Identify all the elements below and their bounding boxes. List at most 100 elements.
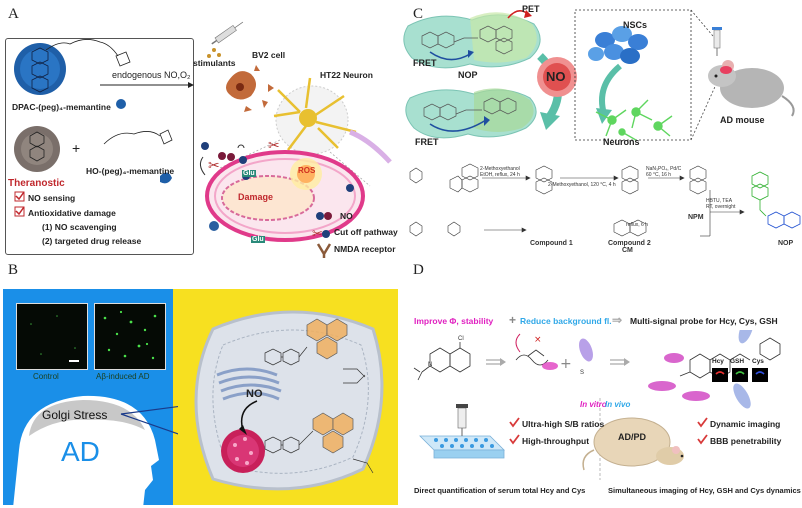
thiol-purple-blob <box>579 338 593 362</box>
panel-label-b: B <box>8 262 19 278</box>
feature-antioxidative: Antioxidative damage <box>28 208 116 218</box>
damage-label: Damage <box>238 192 274 202</box>
no-label-b: NO <box>246 388 263 400</box>
cys-label: Cys <box>752 358 764 365</box>
ad-label-b: AD <box>61 436 100 467</box>
double-arrow-icon: ⇒ <box>612 313 623 327</box>
npm-name: NPM <box>688 214 704 221</box>
legend-cut-label: Cut off pathway <box>334 227 398 237</box>
plus-d: + <box>509 313 517 327</box>
ros-label: ROS <box>298 166 316 175</box>
nsc-dashed-box <box>574 9 692 141</box>
cell-membrane-diagram <box>199 144 365 242</box>
step1-conditions: 2-Methoxyethanol EtOH, reflux, 24 h <box>480 166 520 178</box>
control-label: Control <box>33 372 59 381</box>
step4-conditions: HBTU, TEA RT, overnight <box>706 198 736 210</box>
syringe-icon <box>211 21 244 45</box>
head-silhouette <box>13 395 178 508</box>
well-plate-icon <box>419 435 505 459</box>
bv2-label: BV2 cell <box>252 50 286 60</box>
ad-induced-label: Aβ-induced AD <box>96 372 150 381</box>
plus-sign: + <box>72 140 81 156</box>
nop-blue-structure <box>767 211 801 229</box>
small-blue-ball <box>116 99 126 109</box>
checkbox-no-sensing <box>14 191 25 202</box>
in-vitro-label: In vitro <box>580 400 607 409</box>
pipette-icon <box>456 404 468 436</box>
check-marks-left <box>509 417 520 445</box>
panel-d-graphics: N Cl × + S CN <box>413 330 781 480</box>
mouse-icon-d <box>582 417 684 471</box>
svg-text:N: N <box>428 362 432 368</box>
ad-micrograph <box>94 303 166 370</box>
ad-micrograph-dots <box>103 310 157 360</box>
check-marks-right <box>697 417 708 445</box>
neurons-label: Neurons <box>603 137 640 147</box>
neuron-icon <box>273 77 392 164</box>
legend-cut-icon: ✂ <box>312 227 323 242</box>
compound2-name: Compound 2 <box>608 240 651 247</box>
gsh-label: GSH <box>730 358 745 365</box>
hcy-channel <box>712 368 728 382</box>
nop-green-structure <box>751 171 769 217</box>
caption-right-d: Simultaneous imaging of Hcy, GSH and Cys… <box>608 486 801 495</box>
nop-name: NOP <box>778 240 794 247</box>
arrow-label-endogenous: endogenous NO,O₂ <box>112 70 191 80</box>
check-dynamic-imaging: Dynamic imaging <box>710 419 781 429</box>
step3-conditions: NaN₃PO₄, Pd/C 60 °C, 16 h <box>646 166 682 178</box>
scissors-icon: ✂ <box>208 158 220 174</box>
hcy-label: Hcy <box>712 358 724 365</box>
glu-label-1: Glu <box>242 170 256 177</box>
svg-text:×: × <box>534 335 542 345</box>
nscs-label: NSCs <box>623 20 648 30</box>
no-label-c: NO <box>546 69 566 84</box>
legend-nmda-label: NMDA receptor <box>334 244 396 254</box>
ad-mouse-label: AD mouse <box>720 115 765 125</box>
synthesis-scheme <box>409 163 745 237</box>
step2-conditions: 2-Methoxyethanol, 120 °C, 4 h <box>548 182 616 188</box>
panel-label-a: A <box>8 6 19 22</box>
stimulants-label: stimulants <box>193 58 236 68</box>
caption-left-d: Direct quantification of serum total Hcy… <box>414 486 586 495</box>
legend-no-icon <box>316 212 324 220</box>
multi-signal-label: Multi-signal probe for Hcy, Cys, GSH <box>630 316 778 326</box>
control-micrograph-dots <box>30 315 79 362</box>
cm-name: CM <box>622 247 633 254</box>
nsc-cells <box>588 26 648 64</box>
ho-memantine-label: HO-(peg)₄-memantine <box>86 166 175 176</box>
dpac-memantine-label: DPAC-(peg)₄-memantine <box>12 102 111 112</box>
panel-c-graphics <box>403 9 801 237</box>
in-vivo-label: In vivo <box>605 400 631 409</box>
panel-label-d: D <box>413 262 424 278</box>
compound1-name: Compound 1 <box>530 240 573 247</box>
legend-no-label: NO <box>340 211 353 221</box>
gsh-channel <box>732 368 748 382</box>
check-bbb: BBB penetrability <box>710 436 782 446</box>
nop-label: NOP <box>458 70 478 80</box>
svg-text:Cl: Cl <box>458 336 464 342</box>
svg-text:+: + <box>560 356 572 372</box>
feature-no-sensing: NO sensing <box>28 193 76 203</box>
svg-text:S: S <box>580 370 584 376</box>
control-micrograph <box>16 303 88 370</box>
theranostic-label: Theranostic <box>8 178 65 189</box>
reduce-label: Reduce background fl. <box>520 316 612 326</box>
improve-label: Improve Φ, stability <box>414 316 494 326</box>
check-high-throughput: High-throughput <box>522 436 590 446</box>
check-ultra-high: Ultra-high S/B ratios <box>522 419 605 429</box>
fret-top-label: FRET <box>413 58 437 68</box>
neuron-cluster <box>595 99 673 141</box>
panel-label-c: C <box>413 6 424 22</box>
glu-label-2: Glu <box>251 236 265 243</box>
ad-mouse-icon <box>708 60 795 117</box>
panel-a-graphics: ✂ ✂ ✂ <box>14 21 392 258</box>
bv2-cell-icon <box>226 65 274 112</box>
legend-nmda-icon <box>316 243 332 258</box>
step5-conditions: reflux, 6 h <box>626 222 648 228</box>
injection-syringe-icon <box>712 27 722 56</box>
golgi-stress-label: Golgi Stress <box>42 408 108 422</box>
scissors-icon-2: ✂ <box>268 138 280 154</box>
cys-channel <box>752 368 768 382</box>
cell-golgi-diagram <box>194 310 384 491</box>
fret-bottom-label: FRET <box>415 137 439 147</box>
